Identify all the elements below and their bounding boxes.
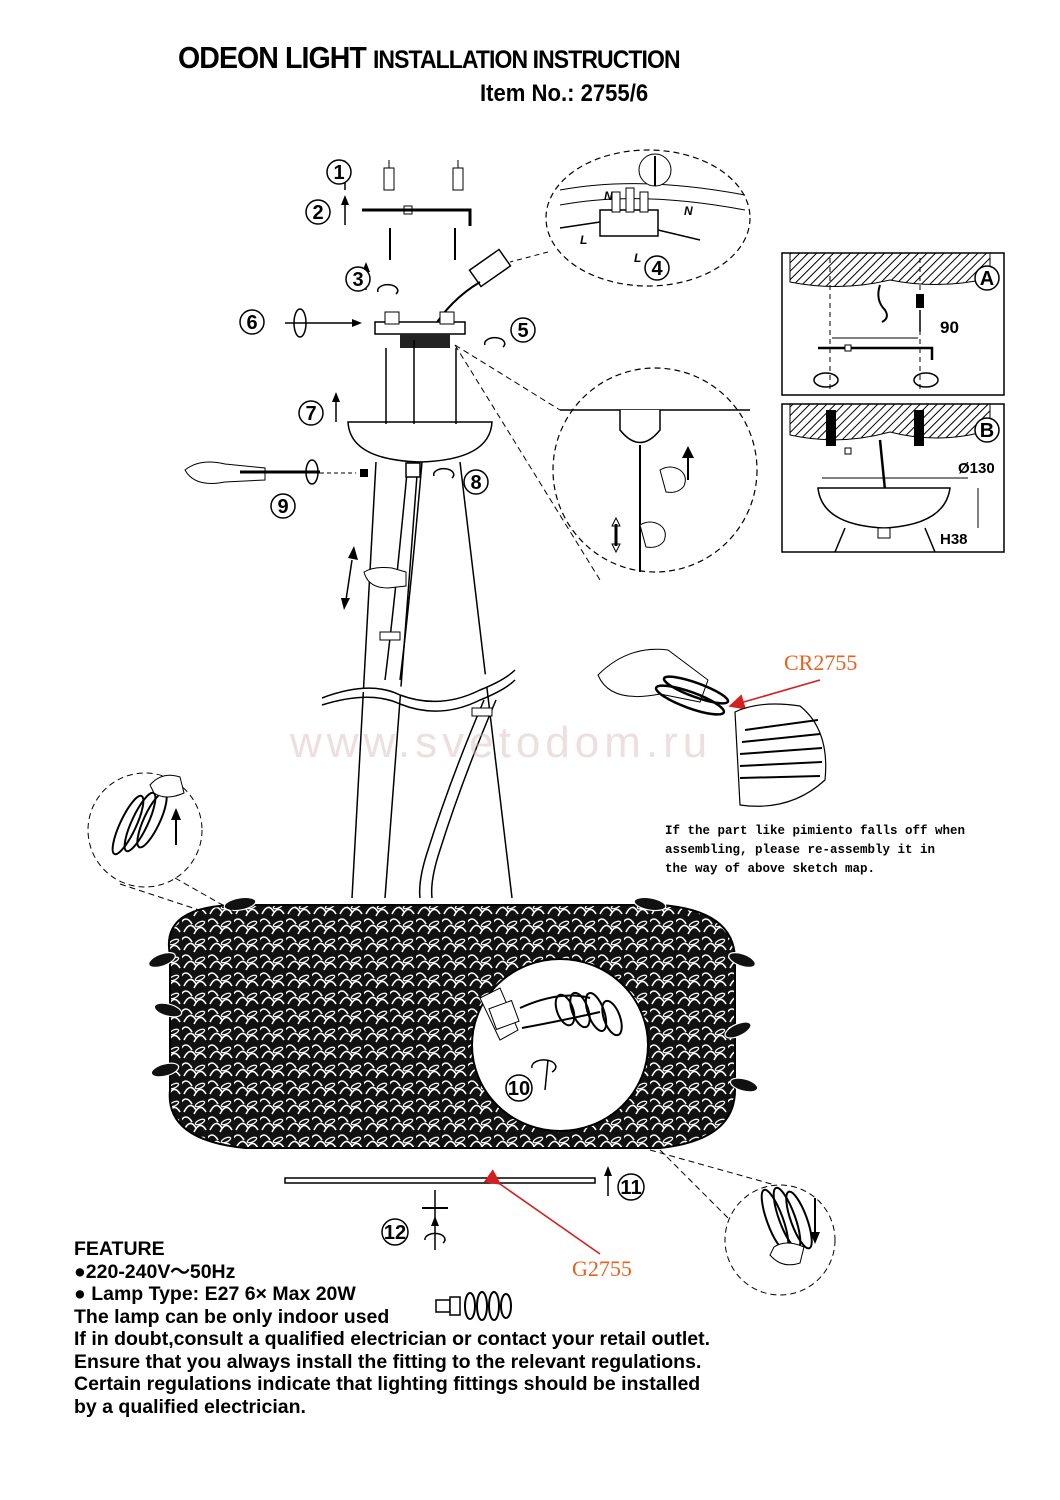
step-1-marker: 1 bbox=[326, 159, 352, 185]
note-line: the way of above sketch map. bbox=[665, 862, 876, 876]
svg-text:5: 5 bbox=[517, 320, 528, 342]
screwdriver-hand-icon bbox=[184, 461, 266, 484]
item-number-line: Item No.: 2755/6 bbox=[480, 80, 648, 108]
cable-clip bbox=[379, 631, 401, 641]
feature-warning-3: Certain regulations indicate that lighti… bbox=[74, 1373, 701, 1395]
bulb-install-detail bbox=[471, 958, 649, 1132]
detail-a-label: A bbox=[980, 268, 994, 290]
svg-text:7: 7 bbox=[305, 403, 316, 425]
suspension-cables bbox=[351, 340, 513, 899]
svg-text:3: 3 bbox=[352, 269, 363, 291]
grip-screw bbox=[360, 469, 368, 477]
feature-warning-2: Ensure that you always install the fitti… bbox=[74, 1350, 702, 1373]
svg-text:12: 12 bbox=[384, 1222, 406, 1244]
step-2-marker: 2 bbox=[305, 199, 331, 225]
lamp-bulb-icon bbox=[435, 1291, 512, 1321]
svg-text:1: 1 bbox=[333, 162, 344, 184]
feature-heading: FEATURE bbox=[74, 1238, 165, 1260]
hand-icon-2 bbox=[639, 521, 666, 548]
feature-warning-4: by a qualified electrician. bbox=[74, 1395, 306, 1418]
step-8-marker: 8 bbox=[432, 467, 489, 495]
step-6-marker: 6 bbox=[239, 308, 362, 338]
step-3-marker: 3 bbox=[345, 266, 371, 292]
petal-detail-right bbox=[649, 1149, 836, 1296]
brand-name: ODEON LIGHT bbox=[178, 40, 367, 75]
brand-title: ODEON LIGHT INSTALLATION INSTRUCTION bbox=[178, 40, 681, 76]
cr2755-pointer bbox=[728, 679, 821, 710]
wall-plug-icon bbox=[383, 160, 464, 191]
screw-icon bbox=[389, 228, 456, 260]
height-38: H38 bbox=[940, 531, 968, 548]
svg-text:9: 9 bbox=[277, 496, 288, 518]
neutral-label-1: N bbox=[604, 189, 613, 203]
break-line-bottom bbox=[321, 679, 516, 712]
feature-voltage: ●220-240V～50Hz bbox=[74, 1260, 236, 1283]
step-9-marker: 9 bbox=[184, 459, 320, 519]
dimension-90: 90 bbox=[940, 318, 959, 337]
cable-gripper bbox=[405, 462, 421, 478]
svg-text:10: 10 bbox=[508, 1078, 530, 1100]
feature-indoor: The lamp can be only indoor used bbox=[74, 1305, 390, 1328]
glass-plate bbox=[284, 1177, 596, 1184]
svg-text:4: 4 bbox=[651, 258, 663, 280]
feature-warning-1: If in doubt,consult a qualified electric… bbox=[74, 1328, 710, 1350]
cfl-bulb-icon bbox=[519, 991, 623, 1037]
break-line-top bbox=[321, 669, 516, 703]
part-code-cr2755: CR2755 bbox=[784, 650, 858, 675]
detail-box-a: A 90 bbox=[781, 252, 1005, 396]
step-11-marker: 11 bbox=[604, 1166, 645, 1201]
g2755-pointer bbox=[483, 1169, 601, 1255]
ceiling-hook-assembly bbox=[374, 311, 466, 348]
watermark: www.svetodom.ru bbox=[290, 718, 713, 767]
cable-clip-2 bbox=[471, 707, 493, 717]
item-label: Item No.: bbox=[480, 80, 575, 107]
part-code-g2755: G2755 bbox=[572, 1256, 632, 1281]
live-label-1: L bbox=[580, 233, 587, 247]
svg-text:8: 8 bbox=[470, 472, 481, 494]
detail-box-b: B Ø130 H38 bbox=[781, 403, 1005, 553]
step-10-marker: 10 bbox=[505, 1074, 533, 1102]
feature-section: FEATURE ●220-240V～50Hz ● Lamp Type: E27 … bbox=[74, 1238, 710, 1418]
note-line: If the part like pimiento falls off when bbox=[665, 824, 966, 838]
terminal-block-detail: N N L L bbox=[509, 149, 751, 287]
document-title: INSTALLATION INSTRUCTION bbox=[372, 46, 681, 74]
hand-icon bbox=[659, 466, 686, 493]
step-12-marker: 12 bbox=[381, 1190, 448, 1250]
step-5-marker: 5 bbox=[483, 317, 536, 348]
pimiento-detail bbox=[597, 648, 827, 807]
bracket-icon bbox=[362, 208, 472, 226]
note-line: assembling, please re-assembly it in bbox=[665, 843, 936, 857]
item-number: 2755/6 bbox=[580, 80, 649, 107]
diameter-130: Ø130 bbox=[958, 460, 995, 477]
reassembly-note: If the part like pimiento falls off when… bbox=[665, 822, 965, 879]
lamp-shade bbox=[148, 896, 759, 1149]
canopy bbox=[347, 421, 493, 463]
live-label-2: L bbox=[634, 251, 641, 265]
cable-adjust-detail bbox=[552, 367, 758, 573]
height-adjust-hand bbox=[341, 546, 407, 610]
step-4-marker: 4 bbox=[644, 255, 670, 281]
svg-text:6: 6 bbox=[246, 312, 257, 334]
svg-text:2: 2 bbox=[312, 202, 323, 224]
detail-b-label: B bbox=[980, 420, 994, 442]
petal-detail-left bbox=[87, 772, 236, 913]
step-7-marker: 7 bbox=[298, 392, 340, 426]
neutral-label-2: N bbox=[684, 204, 693, 218]
feature-lamp-type: ● Lamp Type: E27 6× Max 20W bbox=[74, 1283, 356, 1305]
svg-text:11: 11 bbox=[620, 1177, 641, 1199]
